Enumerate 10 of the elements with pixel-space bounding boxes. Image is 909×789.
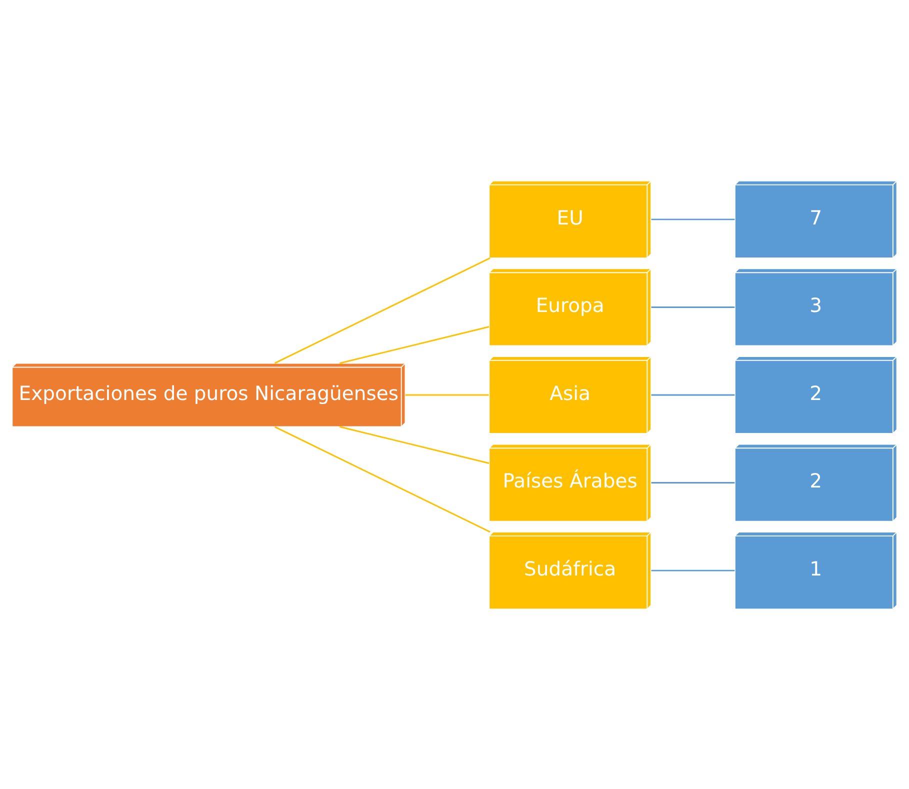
connector — [405, 394, 489, 396]
connector — [651, 218, 735, 220]
connector — [274, 256, 490, 364]
connector — [340, 326, 490, 364]
connector — [274, 426, 490, 532]
connector — [340, 426, 490, 464]
connector — [651, 306, 735, 308]
connector — [651, 569, 735, 571]
connector — [651, 394, 735, 396]
connector — [651, 482, 735, 484]
